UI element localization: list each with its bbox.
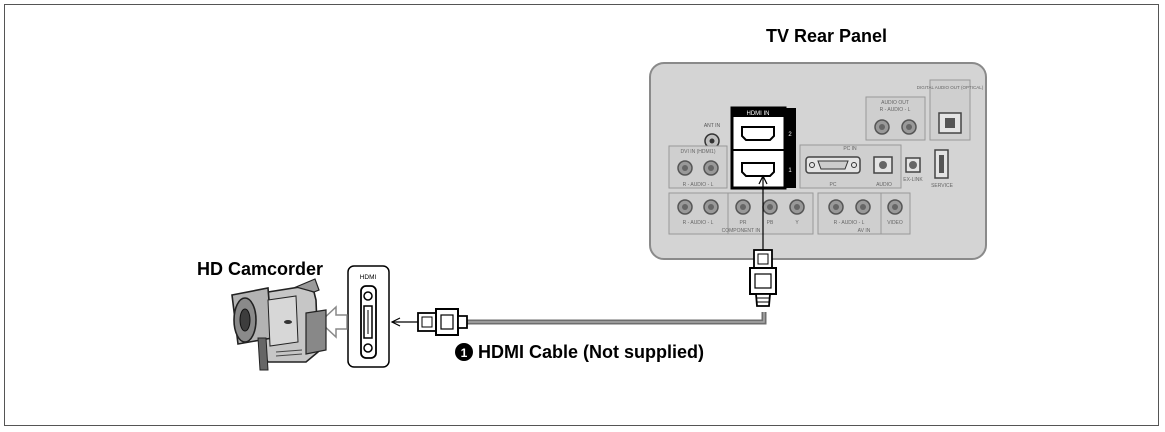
camcorder-side-connector bbox=[390, 308, 468, 336]
digital-audio-out-block: DIGITAL AUDIO OUT (OPTICAL) bbox=[917, 79, 984, 141]
hdmi-in-block: HDMI IN 2 1 bbox=[730, 106, 796, 190]
audio-out-label: AUDIO OUT bbox=[881, 100, 909, 106]
dvi-in-label: DVI IN (HDMI1) bbox=[681, 149, 716, 155]
hdmi-port-1 bbox=[741, 162, 775, 177]
cable-label-group: 1 HDMI Cable (Not supplied) bbox=[455, 342, 704, 362]
hdmi-cable-label: HDMI Cable (Not supplied) bbox=[478, 342, 704, 362]
pc-label: PC bbox=[830, 182, 837, 188]
ant-in-label: ANT IN bbox=[704, 123, 721, 129]
ex-link-port: EX-LINK bbox=[903, 157, 923, 183]
diagram-frame bbox=[4, 4, 1159, 426]
hdmi-1-label: 1 bbox=[788, 168, 792, 174]
pc-in-block: PC IN PC AUDIO bbox=[799, 144, 902, 189]
pc-audio-label: AUDIO bbox=[876, 182, 892, 188]
component-in-label: COMPONENT IN bbox=[722, 228, 761, 234]
av-video-label: VIDEO bbox=[887, 220, 903, 226]
hdmi-in-label: HDMI IN bbox=[747, 111, 770, 117]
ant-in-port: ANT IN bbox=[704, 123, 721, 149]
step-number: 1 bbox=[461, 346, 468, 360]
camcorder-hdmi-label: HDMI bbox=[360, 274, 377, 281]
av-in-label: AV IN bbox=[858, 228, 871, 234]
pc-in-label: PC IN bbox=[843, 146, 857, 152]
audio-out-rl-label: R - AUDIO - L bbox=[880, 107, 911, 113]
dvi-in-audio-block: DVI IN (HDMI1) R - AUDIO - L bbox=[668, 145, 728, 189]
hdmi-2-label: 2 bbox=[788, 132, 792, 138]
tv-rear-panel: ANT IN HDMI IN 2 1 DVI IN (HDMI1) R - AU… bbox=[649, 62, 987, 260]
component-pb-label: PB bbox=[767, 220, 774, 226]
av-audio-label: R - AUDIO - L bbox=[834, 220, 865, 226]
component-in-block: R - AUDIO - L PR PB Y COMPONENT IN bbox=[668, 192, 814, 235]
ex-link-label: EX-LINK bbox=[903, 177, 923, 183]
component-pr-label: PR bbox=[740, 220, 747, 226]
hd-camcorder-label: HD Camcorder bbox=[197, 259, 324, 279]
component-y-label: Y bbox=[795, 220, 799, 226]
dvi-audio-label: R - AUDIO - L bbox=[683, 182, 714, 188]
hdmi-port-2 bbox=[741, 126, 775, 141]
digital-audio-out-label: DIGITAL AUDIO OUT (OPTICAL) bbox=[917, 85, 984, 90]
component-audio-label: R - AUDIO - L bbox=[683, 220, 714, 226]
hdmi-cable bbox=[390, 174, 777, 336]
service-port: SERVICE bbox=[931, 149, 954, 189]
panel-side-connector bbox=[749, 249, 777, 307]
av-in-block: R - AUDIO - L VIDEO AV IN bbox=[817, 192, 911, 235]
camcorder-hdmi-port-panel: HDMI bbox=[347, 265, 390, 368]
tv-rear-panel-title: TV Rear Panel bbox=[766, 26, 888, 46]
step-number-badge bbox=[455, 343, 473, 361]
service-label: SERVICE bbox=[931, 183, 954, 189]
camcorder-icon bbox=[231, 278, 327, 371]
audio-out-block: AUDIO OUT R - AUDIO - L bbox=[865, 96, 926, 141]
